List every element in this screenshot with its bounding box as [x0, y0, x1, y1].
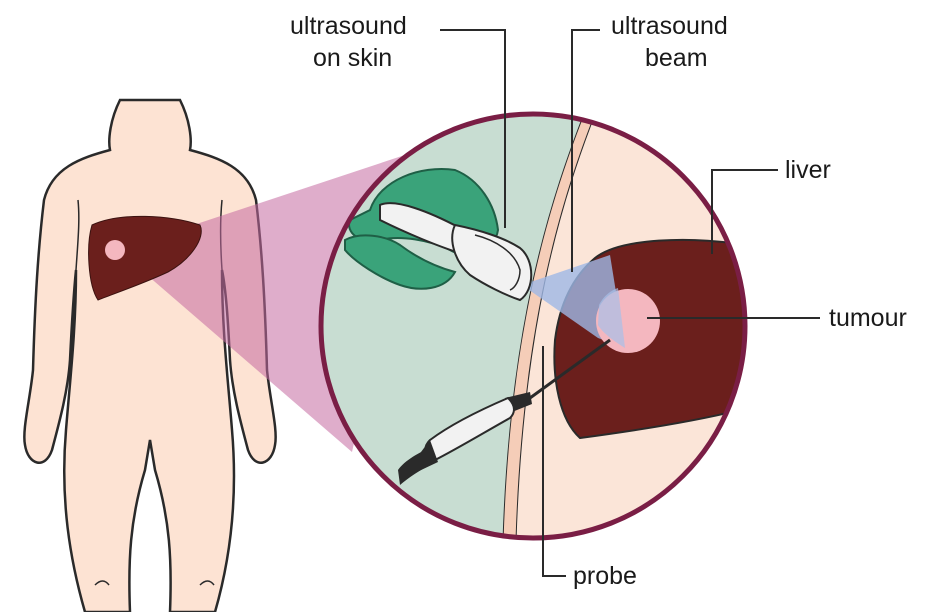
label-ultrasound-on-skin-line2: on skin [313, 44, 392, 72]
label-ultrasound-on-skin-line1: ultrasound [290, 12, 407, 40]
body-outline [24, 100, 275, 612]
label-liver: liver [785, 156, 831, 184]
label-tumour: tumour [829, 304, 907, 332]
label-ultrasound-beam-line2: beam [645, 44, 708, 72]
label-ultrasound-beam-line1: ultrasound [611, 12, 728, 40]
human-body-icon [24, 100, 275, 612]
label-probe: probe [573, 562, 637, 590]
small-tumour [105, 240, 125, 260]
